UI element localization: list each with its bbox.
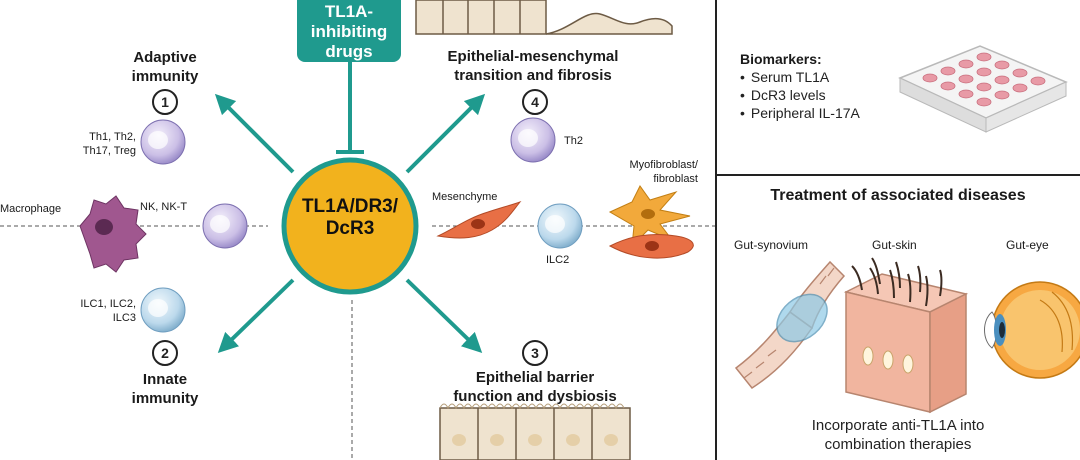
cell-ilc2 (537, 203, 583, 249)
arrow-to-innate (217, 278, 295, 353)
adaptive-cells-line1: Th1, Th2, (89, 131, 136, 143)
organ-label-gut-skin: Gut-skin (872, 238, 917, 252)
adaptive-title-line1: Adaptive (133, 49, 197, 66)
eye-illustration (984, 281, 1080, 379)
adaptive-number-badge: 1 (152, 89, 178, 115)
barrier-number-badge: 3 (522, 340, 548, 366)
epithelium-top-illustration (415, 0, 673, 35)
skin-illustration (843, 257, 969, 414)
mesenchyme-label: Mesenchyme (432, 191, 498, 203)
innate-cells-line2: ILC3 (112, 312, 136, 324)
cell-nk (202, 203, 248, 249)
emt-title: Epithelial-mesenchymal transition and fi… (418, 47, 648, 85)
nk-label: NK, NK-T (140, 201, 188, 213)
central-hub (281, 157, 419, 295)
arrow-to-emt (405, 93, 486, 174)
biomarker-item: Peripheral IL-17A (740, 104, 860, 122)
drug-label-line2: inhibiting (310, 22, 388, 41)
macrophage-label: Macrophage (0, 203, 62, 215)
emt-title-line1: Epithelial-mesenchymal (447, 48, 619, 65)
ilc2-label: ILC2 (546, 254, 570, 266)
biomarkers-title: Biomarkers: (740, 51, 822, 67)
innate-number-badge: 2 (152, 340, 178, 366)
barrier-title-line2: function and dysbiosis (453, 388, 617, 405)
cell-ilc (140, 287, 186, 333)
epithelium-bottom-illustration (439, 403, 631, 460)
emt-number-badge: 4 (522, 89, 548, 115)
adaptive-title: Adaptive immunity (110, 48, 220, 86)
pathway-arrows (214, 93, 486, 353)
treatment-footer: Incorporate anti-TL1A into combination t… (716, 416, 1080, 454)
biomarker-item: DcR3 levels (740, 86, 860, 104)
drug-label-line3: drugs (325, 42, 373, 61)
treatment-title: Treatment of associated diseases (770, 187, 1026, 204)
th2-label: Th2 (564, 135, 583, 147)
innate-title-line1: Innate (142, 371, 188, 388)
innate-title-line2: immunity (131, 390, 199, 407)
cell-adaptive-t (140, 119, 186, 165)
myofibroblast-cells (608, 185, 694, 259)
adaptive-title-line2: immunity (131, 68, 199, 85)
center-label-line2: DcR3 (325, 218, 375, 239)
inhibition-connector (336, 60, 364, 154)
joint-illustration (734, 260, 846, 389)
macrophage-cell (79, 195, 147, 273)
arrow-to-barrier (405, 278, 483, 353)
organ-label-gut-synovium: Gut-synovium (734, 238, 809, 252)
center-label: TL1A/DR3/ DcR3 (282, 196, 418, 240)
center-label-line1: TL1A/DR3/ (301, 196, 399, 217)
well-plate-illustration (898, 45, 1068, 133)
treatment-footer-line2: combination therapies (824, 436, 972, 453)
barrier-title: Epithelial barrier function and dysbiosi… (428, 368, 642, 406)
myofibroblast-label-line2: fibroblast (653, 173, 698, 185)
biomarkers-list: Serum TL1A DcR3 levels Peripheral IL-17A (740, 68, 860, 122)
innate-cells-label: ILC1, ILC2, ILC3 (76, 297, 136, 325)
mesenchyme-cell (436, 200, 522, 239)
organ-label-gut-eye: Gut-eye (1006, 238, 1049, 252)
adaptive-cells-line2: Th17, Treg (82, 145, 136, 157)
emt-title-line2: transition and fibrosis (454, 67, 612, 84)
myofibroblast-label-line1: Myofibroblast/ (629, 159, 698, 171)
innate-title: Innate immunity (110, 370, 220, 408)
drug-box: TL1A- inhibiting drugs (297, 0, 401, 62)
myofibroblast-label: Myofibroblast/ fibroblast (606, 158, 698, 186)
biomarker-item: Serum TL1A (740, 68, 860, 86)
drug-label-line1: TL1A- (324, 2, 374, 21)
adaptive-cells-label: Th1, Th2, Th17, Treg (76, 130, 136, 158)
treatment-footer-line1: Incorporate anti-TL1A into (811, 417, 985, 434)
barrier-title-line1: Epithelial barrier (475, 369, 595, 386)
innate-cells-line1: ILC1, ILC2, (80, 298, 136, 310)
arrow-to-adaptive (214, 93, 295, 174)
cell-th2 (510, 117, 556, 163)
